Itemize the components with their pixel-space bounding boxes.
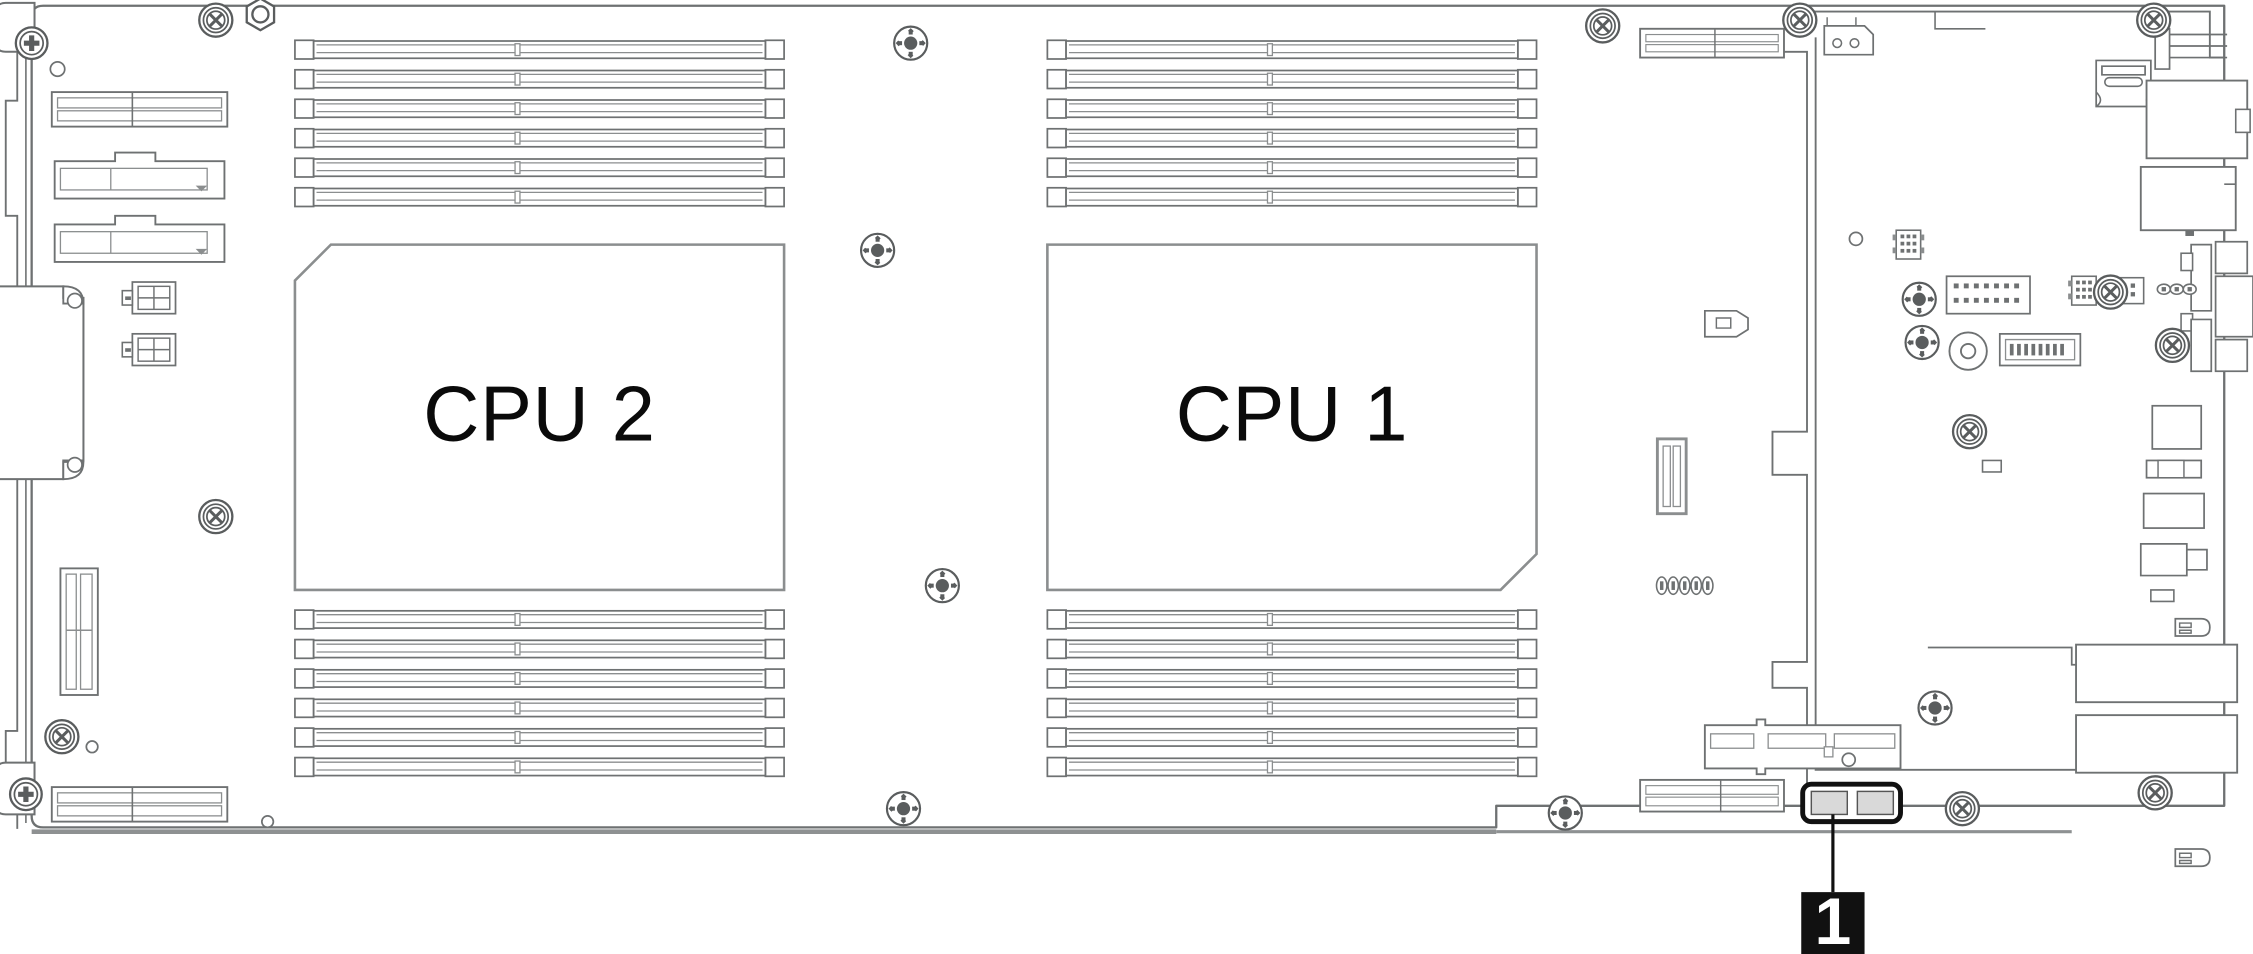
screw-circle-x-icon: [1584, 7, 1621, 44]
dimm-slot-layer: [294, 39, 1538, 778]
captive-screw-plus-icon: [8, 777, 43, 812]
standoff-gear-icon: [924, 568, 960, 604]
cpu2-label: CPU 2: [423, 372, 655, 458]
front-panel-connector[interactable]: [1998, 332, 2082, 367]
dimm-slot[interactable]: [294, 727, 785, 748]
dimm-slot[interactable]: [1046, 157, 1538, 178]
dimm-slot[interactable]: [1046, 186, 1538, 208]
via-hole-left: [85, 740, 99, 754]
dimm-slot[interactable]: [294, 39, 785, 60]
standoff-gear-icon: [859, 232, 896, 268]
riser-connector-lower[interactable]: [1703, 718, 1902, 776]
screw-circle-x-icon: [2137, 774, 2174, 811]
via-hole-topleft: [49, 61, 66, 78]
standoff-gear-icon: [885, 791, 922, 827]
screw-circle-x-icon: [2154, 327, 2191, 364]
pin-header-14[interactable]: [1945, 275, 2031, 315]
dimm-slot[interactable]: [1046, 127, 1538, 149]
micro-header-left[interactable]: [1891, 229, 1926, 260]
dimm-slot[interactable]: [1046, 668, 1538, 689]
riser-slot-bottom[interactable]: [1639, 778, 1785, 813]
dimm-slot[interactable]: [1046, 638, 1538, 660]
jumper-row-5[interactable]: [1655, 576, 1714, 596]
pcie-slot-lower[interactable]: [53, 214, 226, 263]
screw-circle-x-icon: [2135, 2, 2172, 39]
cable-clip: [2095, 59, 2152, 108]
via-hole-right: [1841, 752, 1857, 768]
dimm-slot[interactable]: [294, 68, 785, 90]
callout-1-target[interactable]: [1800, 781, 1903, 825]
dimm-slot[interactable]: [294, 98, 785, 119]
vertical-slot-mid[interactable]: [1655, 437, 1688, 516]
drive-bay-module[interactable]: [0, 285, 85, 481]
rj45-port-lower[interactable]: [2139, 165, 2237, 232]
standoff-gear-icon: [1901, 281, 1937, 317]
standoff-gear-icon: [893, 25, 929, 61]
io-block-upper[interactable]: [2075, 643, 2239, 704]
card-edge-slot-bottom[interactable]: [50, 786, 229, 823]
dimm-slot[interactable]: [1046, 609, 1538, 630]
dimm-slot[interactable]: [294, 157, 785, 178]
screw-circle-x-icon: [1781, 2, 1818, 39]
io-block-lower[interactable]: [2075, 714, 2239, 774]
captive-screw-plus-icon: [14, 26, 49, 61]
vga-port[interactable]: [2180, 230, 2253, 373]
via-hole-right-upper: [1848, 231, 1864, 247]
standoff-gear-icon: [1904, 324, 1940, 361]
bridge-clip: [1703, 309, 1749, 338]
callout-box: [1801, 892, 1865, 954]
dimm-slot[interactable]: [294, 127, 785, 149]
dimm-slot[interactable]: [1046, 98, 1538, 119]
vertical-card-slot[interactable]: [59, 567, 99, 696]
standoff-gear-icon: [1917, 690, 1953, 726]
screw-circle-x-icon: [197, 498, 234, 535]
latch-connector-lower[interactable]: [2174, 848, 2211, 868]
callout-1[interactable]: 1: [1801, 814, 1865, 954]
screw-circle-x-icon: [2092, 274, 2129, 311]
dimm-slot[interactable]: [294, 186, 785, 208]
screw-circle-x-icon: [1951, 413, 1988, 450]
round-socket[interactable]: [1948, 331, 1988, 371]
cpu-socket-2[interactable]: CPU 2: [293, 243, 786, 592]
via-hole-bottom: [260, 815, 275, 829]
dimm-slot[interactable]: [1046, 756, 1538, 778]
dimm-slot[interactable]: [294, 697, 785, 719]
dimm-slot[interactable]: [1046, 68, 1538, 90]
dimm-slot[interactable]: [294, 609, 785, 630]
screw-circle-x-icon: [43, 718, 80, 755]
riser-slot-top[interactable]: [1639, 27, 1785, 59]
right-io-region: [1639, 10, 2253, 868]
card-edge-slot-top[interactable]: [50, 91, 229, 128]
pcie-slot-upper[interactable]: [53, 151, 226, 200]
two-pin-header[interactable]: [1823, 25, 1875, 56]
cpu1-label: CPU 1: [1176, 372, 1408, 458]
cpu-socket-1[interactable]: CPU 1: [1046, 243, 1538, 592]
latch-connector-upper[interactable]: [2174, 617, 2211, 637]
dimm-slot[interactable]: [1046, 39, 1538, 60]
dimm-slot[interactable]: [1046, 697, 1538, 719]
dimm-slot[interactable]: [1046, 727, 1538, 748]
callout-number: 1: [1814, 885, 1851, 954]
dimm-slot[interactable]: [294, 638, 785, 660]
rear-port-column: [2139, 404, 2208, 603]
hex-nut-icon: [245, 0, 276, 32]
standoff-gear-icon: [1547, 795, 1583, 831]
dimm-slot[interactable]: [294, 668, 785, 689]
left-edge-components: [0, 61, 275, 829]
pad-marker: [1981, 459, 2003, 473]
dimm-slot[interactable]: [294, 756, 785, 778]
screw-circle-x-icon: [1944, 790, 1981, 827]
triple-jumper[interactable]: [2156, 283, 2197, 296]
rj45-port-upper[interactable]: [2145, 79, 2251, 160]
screw-circle-x-icon: [197, 2, 234, 39]
